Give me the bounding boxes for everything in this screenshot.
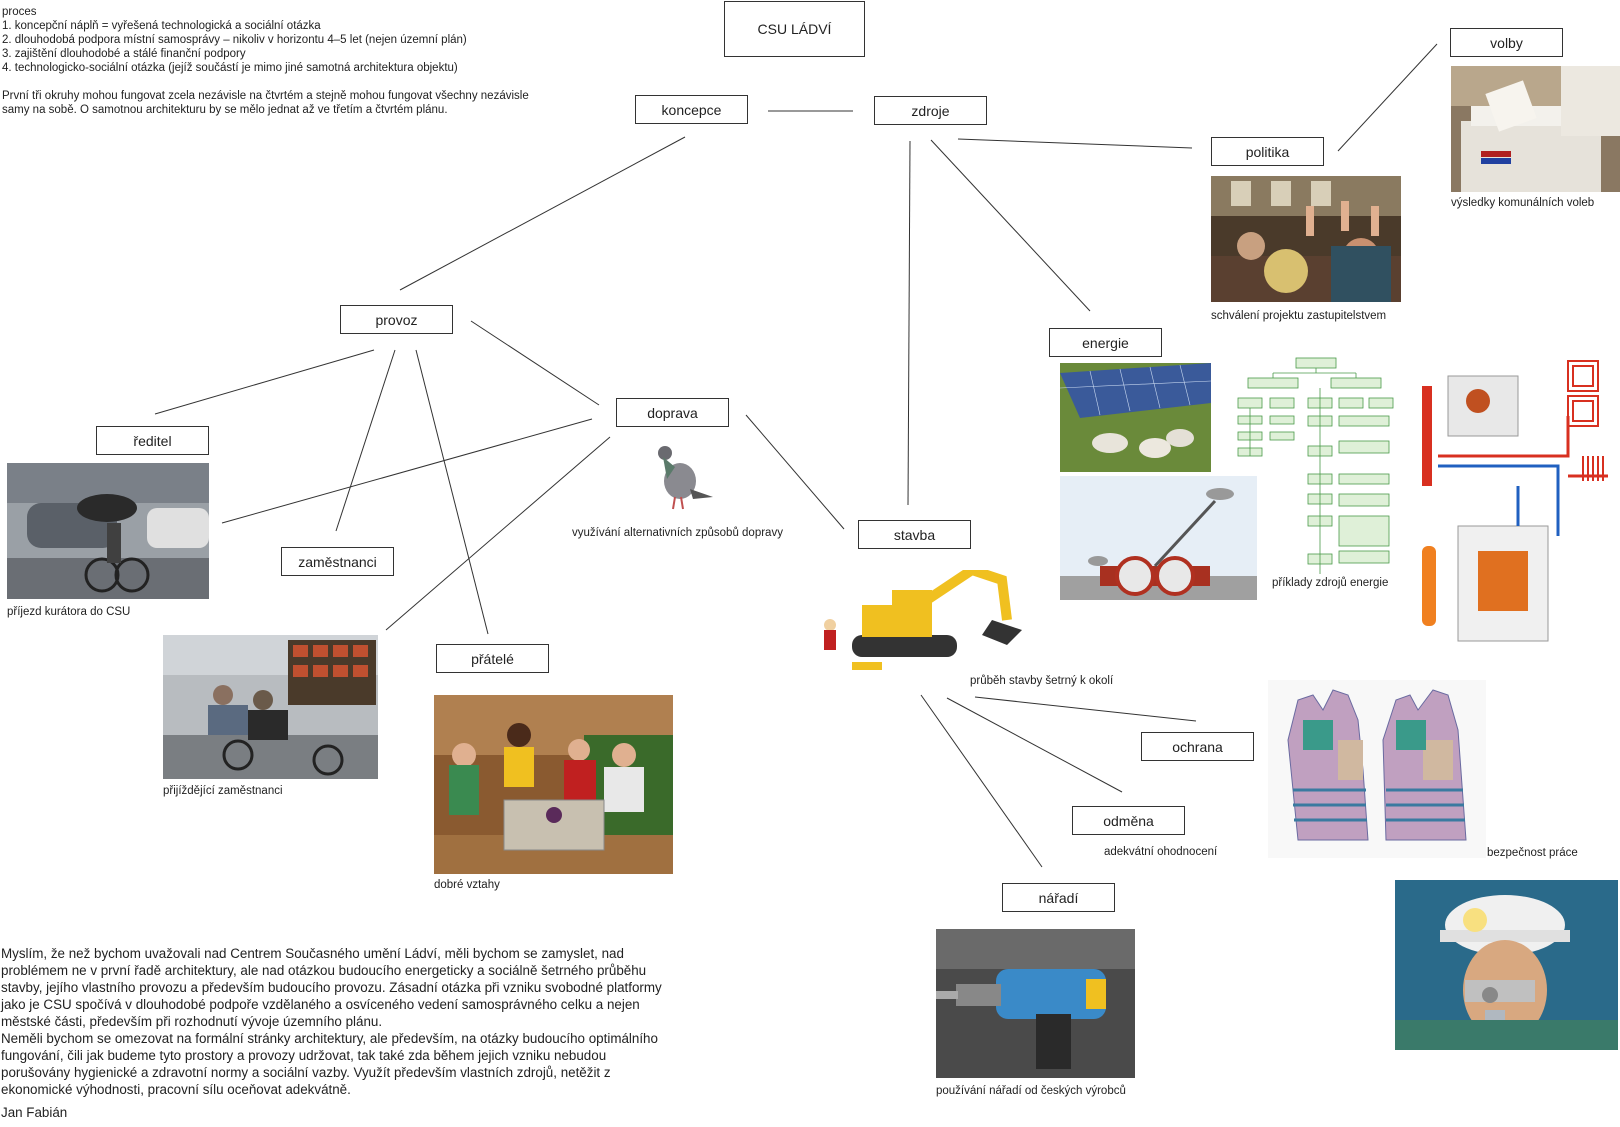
essay: Myslím, že než bychom uvažovali nad Cent…	[1, 945, 672, 1121]
heating-system-diagram	[1418, 356, 1618, 648]
ballot-box-icon	[1451, 66, 1620, 192]
gloves-icon	[1268, 680, 1486, 858]
solar-panel-photo	[1060, 363, 1211, 472]
work-gloves-photo	[1268, 680, 1486, 858]
intro-note-line-2: samy na sobě. O samotnou architekturu by…	[2, 104, 448, 116]
caption-odmena: adekvátní ohodnocení	[1104, 846, 1218, 858]
miner-helmet-photo	[1395, 880, 1618, 1050]
node-stavba: stavba	[858, 520, 971, 549]
friends-gathering-photo	[434, 695, 673, 874]
intro-item-2: 2. dlouhodobá podpora místní samosprávy …	[2, 34, 467, 46]
caption-naradi: používání nářadí od českých výrobců	[936, 1085, 1126, 1097]
boiler-icon	[1418, 356, 1618, 648]
drill-icon	[936, 929, 1135, 1078]
node-reditel: ředitel	[96, 426, 209, 455]
miner-icon	[1395, 880, 1618, 1050]
intro-note-line-1: První tři okruhy mohou fungovat zcela ne…	[2, 90, 529, 102]
node-ochrana: ochrana	[1141, 732, 1254, 761]
cyclist-rain-photo	[7, 463, 209, 599]
toy-excavator-photo	[822, 570, 1032, 685]
recumbent-bikes-photo	[163, 635, 378, 779]
solar-panel-icon	[1060, 363, 1211, 472]
node-energie: energie	[1049, 328, 1162, 357]
excavator-icon	[822, 570, 1032, 685]
council-meeting-icon	[1211, 176, 1401, 302]
node-doprava: doprava	[616, 398, 729, 427]
friends-icon	[434, 695, 673, 874]
intro-item-3: 3. zajištění dlouhodobé a stálé finanční…	[2, 48, 246, 60]
intro-item-4: 4. technologicko-sociální otázka (jejíž …	[2, 62, 458, 74]
energy-sources-diagram	[1236, 356, 1396, 574]
intro-item-1: 1. koncepční náplň = vyřešená technologi…	[2, 20, 321, 32]
intro-title: proces	[2, 6, 37, 18]
caption-pratele: dobré vztahy	[434, 879, 500, 891]
caption-doprava: využívání alternativních způsobů dopravy	[572, 527, 783, 539]
node-zamestnanci: zaměstnanci	[281, 547, 394, 576]
essay-paragraph-2: Neměli bychom se omezovat na formální st…	[1, 1031, 658, 1097]
node-volby: volby	[1450, 28, 1563, 57]
caption-politika: schválení projektu zastupitelstvem	[1211, 310, 1387, 322]
council-vote-photo	[1211, 176, 1401, 302]
ballot-box-photo	[1451, 66, 1620, 192]
wind-turbine-photo	[1060, 476, 1257, 600]
pigeon-photo	[645, 439, 715, 512]
caption-energie: příklady zdrojů energie	[1272, 577, 1389, 589]
node-zdroje: zdroje	[874, 96, 987, 125]
energy-tree-icon	[1236, 356, 1396, 574]
node-odmena: odměna	[1072, 806, 1185, 835]
caption-volby: výsledky komunálních voleb	[1451, 197, 1595, 209]
node-naradi: nářadí	[1002, 883, 1115, 912]
power-drill-photo	[936, 929, 1135, 1078]
node-csu-ladvi: CSU LÁDVÍ	[724, 1, 865, 57]
caption-zamestnanci: přijíždějící zaměstnanci	[163, 785, 283, 797]
node-politika: politika	[1211, 137, 1324, 166]
node-provoz: provoz	[340, 305, 453, 334]
pigeon-icon	[645, 439, 715, 512]
node-pratele: přátelé	[436, 644, 549, 673]
bicycle-icon	[163, 635, 378, 779]
node-koncepce: koncepce	[635, 95, 748, 124]
essay-author: Jan Fabián	[1, 1105, 68, 1120]
caption-stavba: průběh stavby šetrný k okolí	[970, 675, 1114, 687]
caption-ochrana: bezpečnost práce	[1487, 847, 1578, 859]
essay-paragraph-1: Myslím, že než bychom uvažovali nad Cent…	[1, 946, 662, 1029]
cyclist-icon	[7, 463, 209, 599]
intro-block: proces 1. koncepční náplň = vyřešená tec…	[2, 5, 602, 117]
caption-reditel: příjezd kurátora do CSU	[7, 606, 131, 618]
turbine-icon	[1060, 476, 1257, 600]
